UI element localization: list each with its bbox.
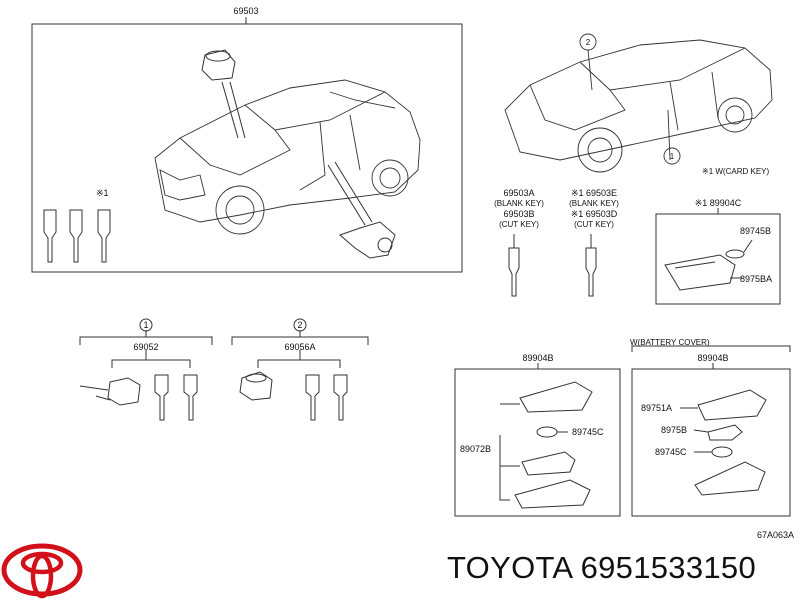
fob-left-illustration [499,381,593,509]
part-label-cut-key-b: 69503B [503,209,535,219]
part-label-cut-key-d: ※1 69503D [570,209,618,219]
card-key-note: ※1 W(CARD KEY) [702,167,770,176]
part-label-blank-key-e: ※1 69503E [570,188,618,198]
group1-parts [79,374,198,421]
toyota-logo [1,543,83,599]
brand-part-number: TOYOTA 6951533150 [447,550,756,585]
part-label-fob-assy-left: 89904B [522,353,554,363]
keys-left [43,209,111,263]
callout-1-label: 1 [669,152,675,161]
caption-cut-key-d: (CUT KEY) [574,220,614,229]
part-label-fob-battery-left: 89745C [572,427,604,437]
car-illustration-left [154,79,421,235]
part-label-card-key: 8975BA [740,274,773,284]
part-label-assembly-main: 69503 [233,6,259,16]
part-label-group2: 69056A [284,342,316,352]
door-lock-left [327,161,396,259]
fob-right-box [631,368,791,517]
part-label-fob-assy-right: 89904B [697,353,729,363]
fob-left-box [454,368,621,517]
note-ref-label: ※1 [96,188,109,198]
group2-parts [239,371,348,421]
caption-blank-key-e: (BLANK KEY) [569,199,619,208]
assembly-box [31,23,463,273]
part-label-fob-case-left: 89072B [460,444,492,454]
caption-cut-key-b: (CUT KEY) [499,220,539,229]
fob-right-illustration [680,389,767,496]
part-label-blank-key-a: 69503A [503,188,535,198]
group1-callout: 1 [143,320,149,330]
car-illustration-right [504,33,773,173]
battery-cover-note: W(BATTERY COVER) [630,338,710,347]
part-label-group1: 69052 [133,342,159,352]
part-label-fob-plate-right: 8975B [661,425,688,435]
callout-2-label: 2 [585,38,591,47]
caption-blank-key-a: (BLANK KEY) [494,199,544,208]
part-label-card-battery: 89745B [740,226,772,236]
ignition-cylinder-left [201,49,246,139]
diagram-code: 67A063A [757,530,795,540]
group2-callout: 2 [297,320,303,330]
keys-middle [508,234,597,297]
card-key-illustration [664,239,753,291]
part-label-fob-battery-right: 89745C [655,447,687,457]
part-label-card-key-assy: ※1 89904C [694,198,742,208]
part-label-fob-cover-right: 89751A [641,403,673,413]
